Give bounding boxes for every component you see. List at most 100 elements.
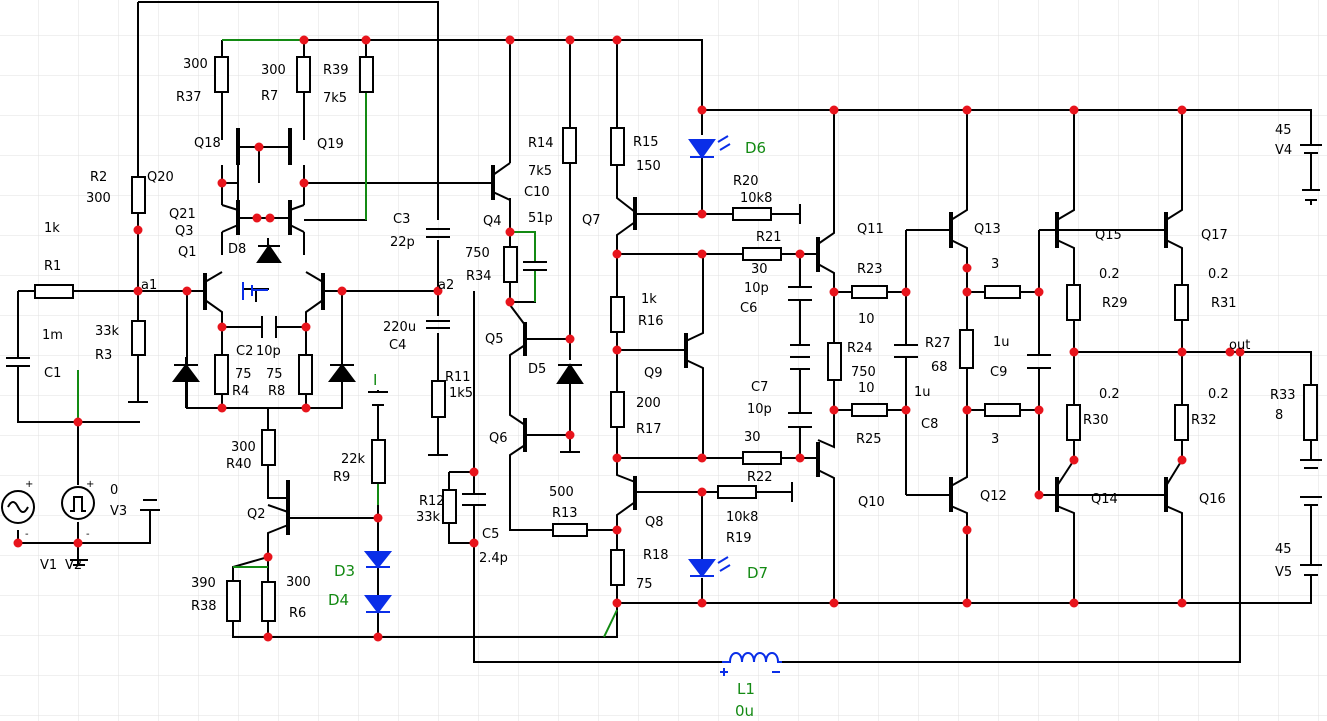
label-q3: Q3 — [175, 224, 194, 239]
capacitor-c2 — [261, 316, 277, 338]
resistor-r26 — [984, 403, 1021, 417]
diodes — [172, 135, 731, 614]
label-q19: Q19 — [317, 137, 344, 152]
label-r7-value: 300 — [261, 63, 286, 78]
label-q21: Q21 — [169, 207, 196, 222]
capacitor-c5 — [462, 493, 486, 506]
battery-v3 — [140, 499, 160, 511]
label-r25: R25 — [856, 432, 882, 447]
capacitor-c6-c7-bank — [790, 344, 810, 370]
label-l1: L1 — [737, 680, 755, 698]
label-r14: R14 — [528, 136, 554, 151]
resistor-r33 — [1303, 384, 1318, 441]
label-r13-value: 500 — [549, 485, 574, 500]
label-c9: C9 — [990, 365, 1007, 380]
ground-v2 — [70, 559, 88, 566]
resistor-r15 — [610, 127, 625, 166]
resistor-r7 — [296, 56, 311, 93]
label-r17: R17 — [636, 422, 662, 437]
resistor-r23 — [851, 285, 888, 299]
label-r34: R34 — [466, 269, 492, 284]
label-c10-value: 51p — [528, 211, 553, 226]
label-r6-value: 300 — [286, 575, 311, 590]
resistor-r4 — [214, 354, 229, 395]
resistor-r24 — [827, 342, 842, 381]
label-r18-value: 75 — [636, 577, 653, 592]
label-r13: R13 — [552, 506, 578, 521]
label-r30: R30 — [1083, 413, 1109, 428]
label-r21: R21 — [756, 230, 782, 245]
resistor-r9 — [371, 439, 386, 484]
label-d7: D7 — [747, 564, 768, 582]
diode-d5 — [556, 363, 584, 384]
label-r2: R2 — [90, 170, 107, 185]
diode-d-right — [328, 363, 356, 382]
resistor-r38 — [226, 580, 241, 622]
diode-d-left — [172, 363, 200, 382]
label-r7: R7 — [261, 89, 278, 104]
label-v4: V4 — [1275, 143, 1292, 158]
label-r14-value: 7k5 — [528, 164, 552, 179]
label-q16: Q16 — [1199, 492, 1226, 507]
label-r26-value: 3 — [991, 432, 999, 447]
label-r34-value: 750 — [465, 246, 490, 261]
label-q12: Q12 — [980, 489, 1007, 504]
label-c5: C5 — [482, 527, 499, 542]
current-source-blue — [242, 282, 268, 300]
label-r20: R20 — [733, 174, 759, 189]
label-q9: Q9 — [644, 366, 663, 381]
label-c2: C2 — [236, 344, 253, 359]
diode-d3 — [363, 551, 393, 569]
resistor-r30 — [1066, 404, 1081, 441]
capacitor-c10 — [523, 261, 547, 271]
resistor-r32 — [1174, 404, 1189, 441]
capacitor-c6 — [788, 286, 812, 301]
label-q4: Q4 — [483, 214, 502, 229]
pulse-wave-icon — [70, 496, 86, 512]
label-r12: R12 — [419, 494, 445, 509]
resistor-r31 — [1174, 284, 1189, 321]
label-c9-value: 1u — [993, 335, 1010, 350]
label-r19: R19 — [726, 531, 752, 546]
label-r16: R16 — [638, 314, 664, 329]
led-d7 — [688, 559, 716, 578]
label-q1: Q1 — [178, 245, 197, 260]
resistor-r40 — [261, 429, 276, 466]
resistor-r27 — [959, 329, 974, 369]
resistor-r13 — [552, 523, 588, 537]
label-r27: R27 — [925, 336, 951, 351]
label-v4-value: 45 — [1275, 123, 1292, 138]
grounds-and-sources — [70, 144, 1322, 582]
resistor-r1 — [34, 284, 74, 299]
label-r15-value: 150 — [636, 159, 661, 174]
label-r1: R1 — [44, 259, 61, 274]
source-v2 — [61, 486, 95, 520]
resistor-r20 — [732, 207, 772, 221]
battery-v4 — [1300, 144, 1322, 205]
label-c1: C1 — [44, 366, 61, 381]
component-labels: 1k R1 1m C1 R2 300 33k R3 a1 a2 out V1 V… — [40, 57, 1296, 720]
resistor-r21 — [742, 247, 782, 261]
label-r17-value: 200 — [636, 396, 661, 411]
sine-wave-icon — [7, 501, 29, 513]
label-r2-value: 300 — [86, 191, 111, 206]
resistor-r18 — [610, 549, 625, 586]
label-r30-value: 0.2 — [1099, 387, 1120, 402]
label-c5-value: 2.4p — [479, 551, 508, 566]
label-r37-value: 300 — [183, 57, 208, 72]
label-r8: R8 — [268, 384, 285, 399]
label-node-a1: a1 — [141, 278, 157, 293]
ac-sources — [1, 486, 95, 524]
label-r28-value: 3 — [991, 257, 999, 272]
label-c10: C10 — [524, 185, 550, 200]
ground-r20-r19 — [791, 204, 801, 502]
label-q11: Q11 — [857, 222, 884, 237]
label-q20: Q20 — [147, 170, 174, 185]
resistor-r14 — [562, 127, 577, 164]
label-r3-value: 33k — [95, 324, 120, 339]
label-d4: D4 — [328, 591, 349, 609]
label-r20-value: 10k8 — [740, 191, 772, 206]
resistor-r12 — [442, 489, 457, 524]
label-v3-value: 0 — [110, 483, 118, 498]
